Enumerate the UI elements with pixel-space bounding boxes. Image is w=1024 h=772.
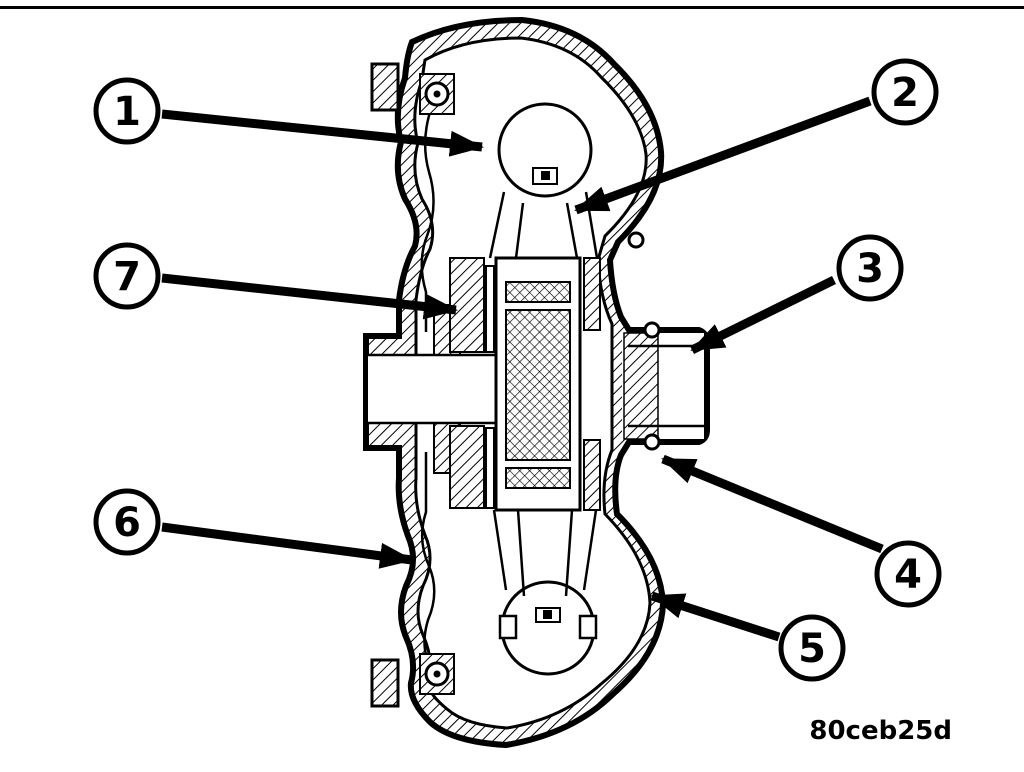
lower-slot-left <box>498 614 518 640</box>
spline-band-upper <box>505 281 571 303</box>
hub-clutch-assembly <box>449 256 601 512</box>
output-shaft <box>622 321 704 451</box>
lower-torus-section <box>492 509 598 676</box>
friction-plate-upper <box>485 265 495 353</box>
lower-hub-clip-mark <box>543 610 552 619</box>
hub-flange-lower <box>583 439 601 511</box>
callout-5: 5 <box>778 614 846 682</box>
oring-upper <box>643 321 661 339</box>
callout-4: 4 <box>874 540 942 608</box>
callout-arrows <box>161 96 884 642</box>
callout-2-label: 2 <box>891 70 919 116</box>
bore-lines <box>368 353 496 425</box>
callout-1: 1 <box>93 77 161 145</box>
hub-flange-upper <box>583 257 601 331</box>
lower-lug <box>370 658 400 708</box>
lower-turbine-shell-lines <box>492 509 598 597</box>
callout-3: 3 <box>836 234 904 302</box>
lower-slot-right <box>578 614 598 640</box>
callout-1-arrow <box>161 109 484 157</box>
callout-3-label: 3 <box>856 246 884 292</box>
callout-3-arrow <box>690 275 836 355</box>
callout-5-label: 5 <box>798 626 826 672</box>
callout-4-arrow <box>661 454 884 554</box>
hub-core <box>505 309 571 461</box>
callout-6: 6 <box>93 488 161 556</box>
callout-2-arrow <box>574 96 872 215</box>
upper-bolt-center <box>433 90 441 98</box>
friction-plate-lower <box>485 427 495 509</box>
callout-7-label: 7 <box>113 254 141 300</box>
callout-7: 7 <box>93 242 161 310</box>
callout-6-arrow <box>161 522 414 569</box>
lower-bolt-center <box>433 670 441 678</box>
clutch-plate-lower <box>449 425 485 509</box>
page-top-rule <box>0 6 1024 9</box>
callout-4-label: 4 <box>894 552 922 598</box>
upper-torus-section <box>488 102 599 259</box>
callout-6-label: 6 <box>113 500 141 546</box>
cover-bump-detail <box>627 231 645 249</box>
upper-turbine-shell-lines <box>488 191 599 259</box>
callout-2: 2 <box>871 58 939 126</box>
oring-lower <box>643 433 661 451</box>
figure-code: 80ceb25d <box>809 716 952 746</box>
upper-hub-clip-mark <box>541 171 550 180</box>
callout-1-label: 1 <box>113 89 141 135</box>
spline-band-lower <box>505 467 571 489</box>
upper-lug <box>370 62 400 112</box>
callout-5-arrow <box>650 591 781 642</box>
shaft-weld-band <box>623 332 659 440</box>
clutch-plate-upper <box>449 257 485 353</box>
bore-clear <box>368 355 494 423</box>
upper-damper-circle <box>497 102 593 198</box>
callout-7-arrow <box>161 273 458 320</box>
mounting-lugs <box>370 62 455 708</box>
